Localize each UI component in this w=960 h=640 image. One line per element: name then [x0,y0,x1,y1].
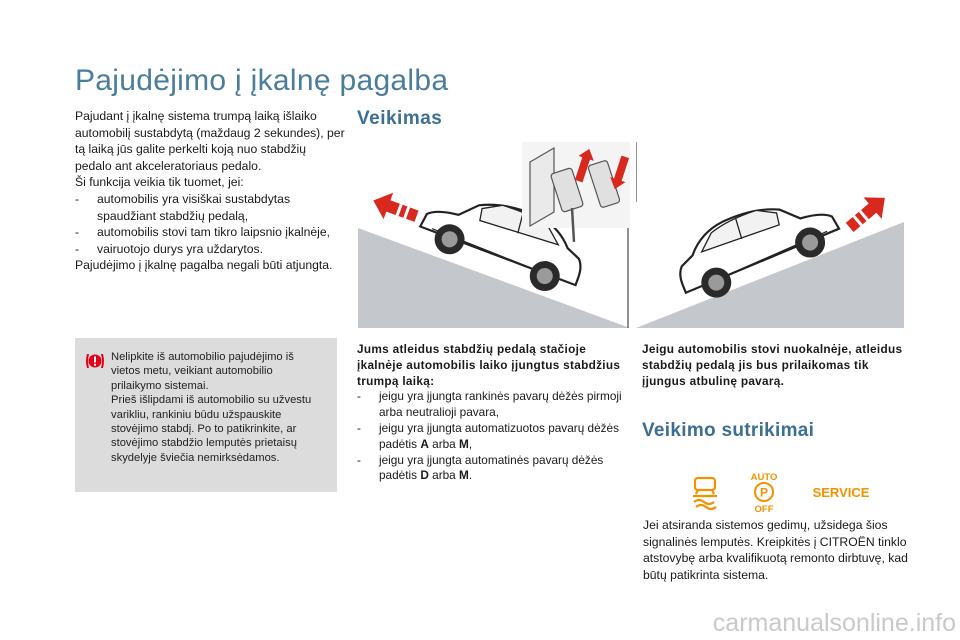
intro-section: Pajudant į įkalnę sistema trumpą laiką i… [75,108,345,274]
slope-ramp [636,222,904,328]
red-arrow-left [373,192,419,222]
downhill-caption: Jeigu automobilis stovi nuokalnėje, atle… [642,342,903,388]
hill-assist-fault-icon [693,476,717,511]
gear-condition-text: jeigu yra įjungta rankinės pavarų dėžės … [379,389,622,420]
gear-condition-text: jeigu yra įjungta automatizuotos pavarų … [379,420,620,451]
intro-paragraph: Pajudant į įkalnę sistema trumpą laiką i… [75,109,345,173]
svg-text:AUTO: AUTO [751,472,778,483]
condition-text: vairuotojo durys yra uždarytos. [97,241,263,256]
section-heading-veikimas: Veikimas [357,108,443,129]
gear-condition-text: jeigu yra įjungta automatinės pavarų dėž… [379,452,604,483]
warning-icon [86,354,104,368]
warning-box: Nelipkite iš automobilio pajudėjimo iš v… [75,338,337,492]
slope-ramp [358,228,630,328]
closing-text: Pajudėjimo į įkalnę pagalba negali būti … [75,258,333,273]
red-arrow-right [845,197,885,233]
warning-text: Nelipkite iš automobilio pajudėjimo iš v… [111,351,312,464]
uphill-caption: Jums atleidus stabdžių pedalą stačioje į… [357,342,627,484]
brake-pedal-icon [529,146,621,243]
uphill-car-illustration [358,142,630,328]
condition-item: -vairuotojo durys yra uždarytos. [75,241,263,256]
pedal-arrows-icon [574,148,630,190]
sutrikimai-text: Jei atsiranda sistemos gedimų, užsidega … [643,518,908,582]
condition-intro: Ši funkcija veikia tik tuomet, jei: [75,175,244,190]
gear-condition-item: -jeigu yra įjungta automatizuotos pavarų… [357,421,627,453]
svg-text:P: P [760,486,768,500]
uphill-caption-title: Jums atleidus stabdžių pedalą stačioje į… [357,342,621,388]
watermark: carmanualsonline.info [712,609,956,637]
downhill-car-illustration [636,142,904,328]
gear-condition-item: -jeigu yra įjungta automatinės pavarų dė… [357,453,627,485]
condition-item: -automobilis stovi tam tikro laipsnio įk… [75,225,331,240]
svg-text:OFF: OFF [755,504,774,515]
service-lamp-icon: SERVICE [813,485,870,500]
page-title: Pajudėjimo į įkalnę pagalba [75,64,449,97]
condition-item: -automobilis yra visiškai sustabdytas sp… [75,191,345,224]
condition-text: automobilis yra visiškai sustabdytas spa… [97,191,291,223]
condition-text: automobilis stovi tam tikro laipsnio įka… [97,225,331,240]
section-heading-sutrikimai: Veikimo sutrikimai [642,420,815,441]
warning-lamps-row: AUTO P OFF SERVICE [693,472,870,515]
car-silhouette [679,208,841,298]
auto-parking-brake-icon: AUTO P OFF [751,472,778,515]
gear-condition-item: -jeigu yra įjungta rankinės pavarų dėžės… [357,389,627,421]
